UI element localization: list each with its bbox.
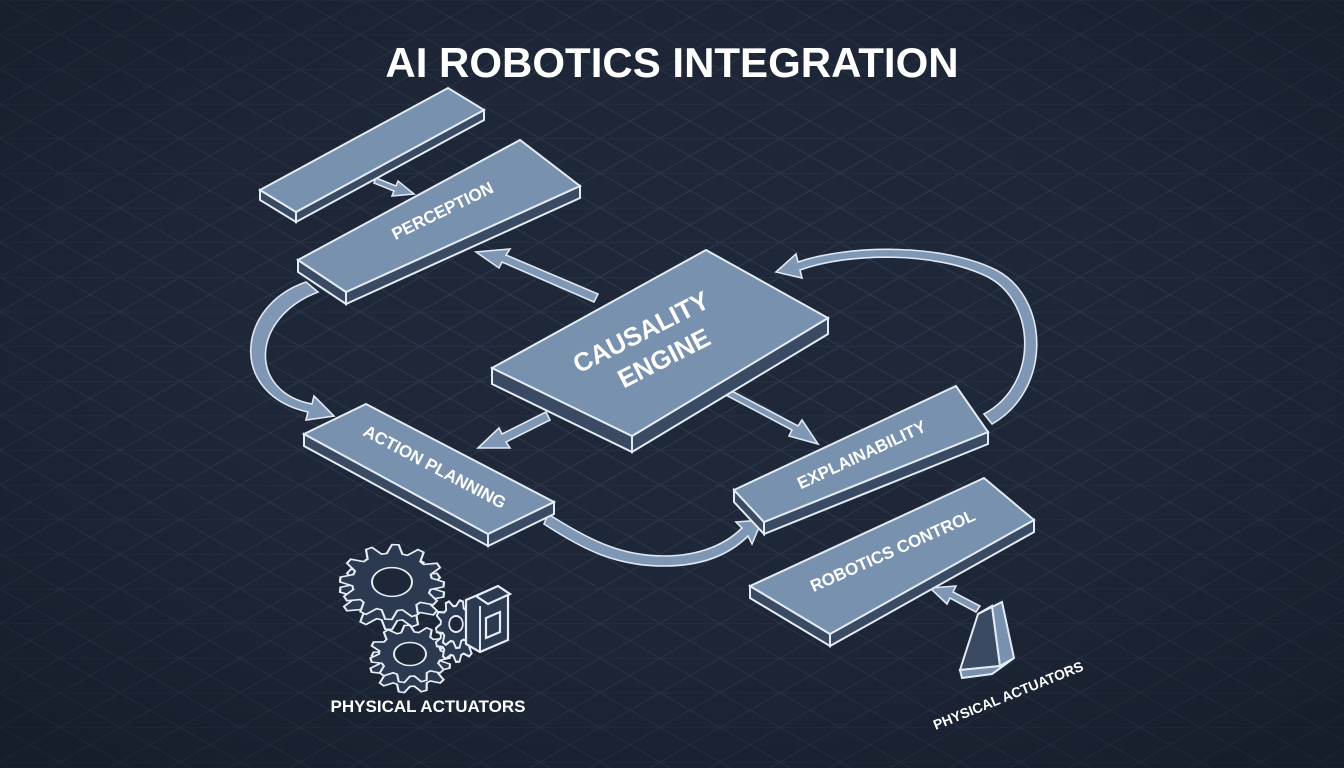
arrow-causality-to-explainability: [722, 389, 820, 446]
left-actuators-caption: PHYSICAL ACTUATORS: [331, 697, 526, 716]
top-bar-block: [257, 86, 487, 224]
connector-icon: [464, 584, 513, 654]
arrow-causality-to-planning: [476, 410, 552, 449]
gear-icon: [369, 624, 452, 694]
arrow-causality-to-perception: [473, 248, 600, 304]
arrow-perception-to-planning: [249, 281, 336, 421]
causality-engine-block: CAUSALITY ENGINE: [489, 248, 830, 454]
arrow-planning-to-explainability: [543, 512, 764, 567]
pedestal-icon: [958, 600, 1016, 680]
arrow-actuator-to-control: [928, 585, 982, 614]
gear-icon: [338, 543, 446, 631]
diagram-title: AI ROBOTICS INTEGRATION: [385, 39, 958, 86]
arrow-top-to-perception: [372, 176, 417, 197]
arrow-explainability-to-causality: [774, 248, 1038, 426]
gear-cluster: [338, 543, 478, 694]
perception-block: PERCEPTION: [296, 138, 582, 306]
